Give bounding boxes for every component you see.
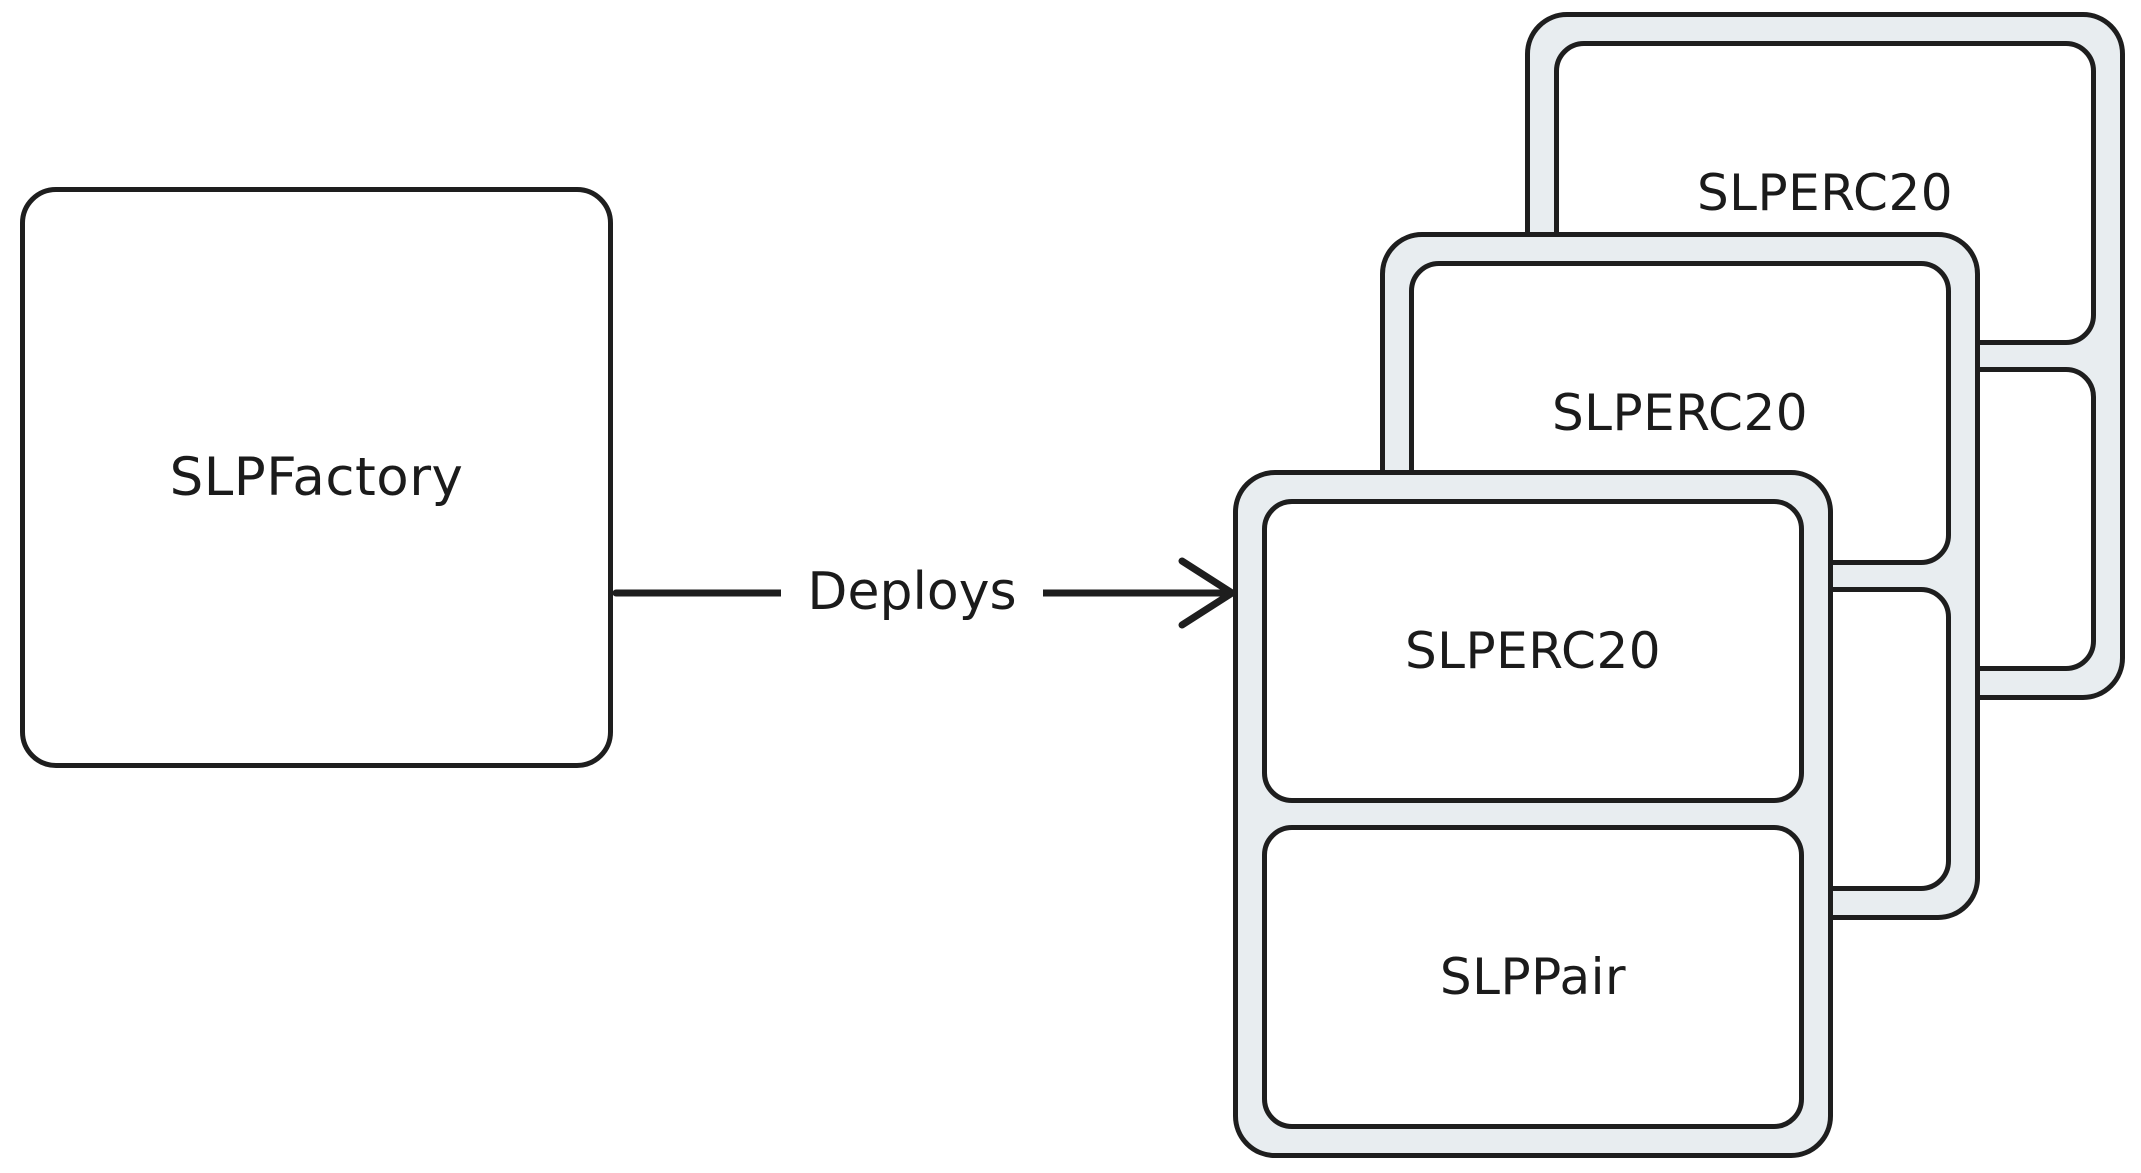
deploys-arrow-label: Deploys	[781, 560, 1043, 624]
deployed-card-front-slot-1-label: SLPERC20	[1404, 622, 1662, 680]
deployed-card-front-slot-1[interactable]: SLPERC20	[1262, 499, 1804, 803]
deployed-card-front[interactable]: SLPERC20 SLPPair	[1233, 470, 1833, 1158]
deployed-card-front-slot-2-label: SLPPair	[1439, 948, 1627, 1006]
deployed-card-front-slot-2[interactable]: SLPPair	[1262, 825, 1804, 1129]
deployed-card-middle-slot-1-label: SLPERC20	[1551, 384, 1809, 442]
node-slp-factory[interactable]: SLPFactory	[20, 187, 613, 768]
arrowhead-icon	[1178, 557, 1236, 629]
node-slp-factory-label: SLPFactory	[169, 447, 464, 508]
deployed-card-back-slot-1-label: SLPERC20	[1696, 164, 1954, 222]
